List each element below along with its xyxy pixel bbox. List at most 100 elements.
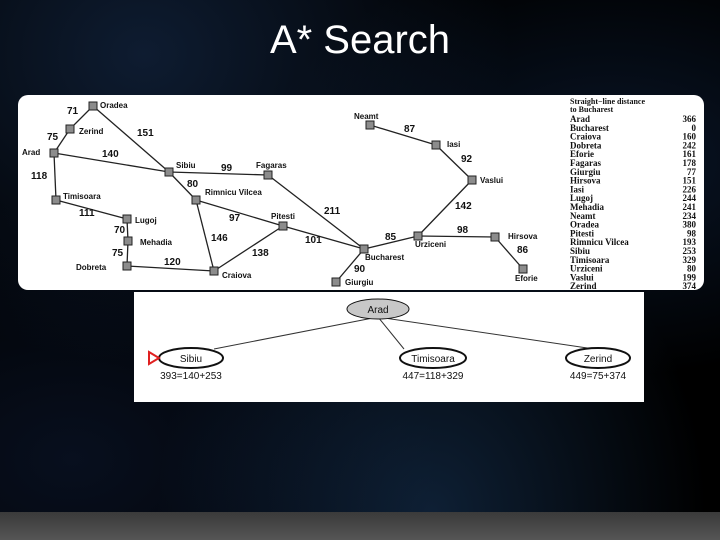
label-craiova: Craiova: [222, 271, 252, 280]
table-distance: 329: [683, 255, 697, 265]
table-distance: 226: [683, 184, 697, 194]
node-timisoara: [51, 195, 61, 205]
label-oradea: Oradea: [100, 101, 128, 110]
node-neamt: [365, 120, 375, 130]
label-hirsova: Hirsova: [508, 232, 538, 241]
edge-label-urziceni-vaslui: 142: [455, 201, 472, 212]
table-distance: 77: [687, 167, 697, 177]
edge-label-zerind-arad: 75: [47, 132, 59, 143]
table-distance: 151: [683, 176, 697, 186]
road-oradea-sibiu: [92, 105, 170, 173]
node-craiova: [209, 266, 219, 276]
table-city: Zerind: [570, 281, 597, 290]
table-city: Rimnicu Vilcea: [570, 237, 629, 247]
road-rimnicu-pitesti: [195, 199, 284, 227]
edge-label-dobreta-craiova: 120: [164, 257, 181, 268]
tree-node-sibiu-label: Sibiu: [180, 354, 202, 365]
edge-label-urziceni-hirsova: 98: [457, 225, 469, 236]
tree-node-root: [346, 298, 410, 320]
table-city: Fagaras: [570, 158, 601, 168]
table-distance: 244: [683, 193, 697, 203]
road-timisoara-lugoj: [55, 199, 128, 220]
edge-label-bucharest-giurgiu: 90: [354, 264, 366, 275]
road-vaslui-iasi: [435, 144, 473, 181]
table-city: Bucharest: [570, 123, 609, 133]
romania-map: Oradea Zerind Arad Timisoara Lugoj Mehad…: [22, 97, 697, 291]
edge-label-rimnicu-craiova: 146: [211, 233, 228, 244]
label-arad: Arad: [22, 148, 40, 157]
table-distance: 241: [683, 202, 697, 212]
table-city: Timisoara: [570, 255, 610, 265]
search-tree: Arad Sibiu 393=140+253 Timisoara 447=118…: [148, 298, 631, 382]
edge-label-oradea-zerind: 71: [67, 106, 79, 117]
table-city: Vaslui: [570, 272, 594, 282]
tree-edges: [213, 316, 595, 350]
road-craiova-pitesti: [213, 225, 284, 272]
node-lugoj: [122, 214, 132, 224]
table-distance: 80: [687, 264, 697, 274]
table-city: Sibiu: [570, 246, 590, 256]
edge-label-timisoara-lugoj: 111: [79, 208, 95, 219]
node-bucharest: [359, 244, 369, 254]
road-network: [53, 105, 524, 283]
label-urziceni: Urziceni: [415, 240, 446, 249]
road-sibiu-fagaras: [168, 171, 269, 176]
label-pitesti: Pitesti: [271, 212, 295, 221]
node-iasi: [431, 140, 441, 150]
edge-label-bucharest-urziceni: 85: [385, 232, 397, 243]
node-fagaras: [263, 170, 273, 180]
edge-label-pitesti-bucharest: 101: [305, 235, 322, 246]
table-city: Mehadia: [570, 202, 605, 212]
tree-node-timisoara-label: Timisoara: [411, 354, 455, 365]
table-city: Pitesti: [570, 228, 594, 238]
edge-label-arad-sibiu: 140: [102, 149, 119, 160]
table-distance: 178: [683, 158, 697, 168]
road-hirsova-eforie: [494, 236, 524, 270]
table-city: Craiova: [570, 132, 601, 142]
road-urziceni-hirsova: [417, 235, 496, 238]
label-dobreta: Dobreta: [76, 263, 107, 272]
edge-label-lugoj-mehadia: 70: [114, 225, 126, 236]
city-nodes: [49, 101, 528, 287]
table-city: Eforie: [570, 149, 594, 159]
edge-label-mehadia-dobreta: 75: [112, 248, 124, 259]
tree-node-timisoara: [399, 347, 467, 369]
table-distance: 253: [683, 246, 697, 256]
tree-node-zerind-label: Zerind: [584, 354, 612, 365]
label-iasi: Iasi: [447, 140, 460, 149]
road-bucharest-giurgiu: [335, 248, 365, 283]
table-city: Giurgiu: [570, 167, 601, 177]
node-pitesti: [278, 221, 288, 231]
road-pitesti-bucharest: [282, 225, 365, 250]
tree-node-root-label: Arad: [367, 305, 388, 316]
edge-label-rimnicu-pitesti: 97: [229, 213, 241, 224]
romania-map-panel: Oradea Zerind Arad Timisoara Lugoj Mehad…: [18, 95, 704, 291]
road-rimnicu-craiova: [195, 199, 215, 272]
table-city: Arad: [570, 114, 590, 124]
node-zerind: [65, 124, 75, 134]
tree-edge-arad-timisoara: [377, 316, 405, 350]
road-arad-sibiu: [53, 152, 170, 173]
node-hirsova: [490, 232, 500, 242]
table-distance: 161: [683, 149, 697, 159]
table-distance: 98: [687, 228, 697, 238]
edge-label-fagaras-bucharest: 211: [324, 206, 341, 217]
edge-label-oradea-sibiu: 151: [137, 128, 154, 139]
road-dobreta-craiova: [126, 265, 215, 272]
table-distance: 193: [683, 237, 697, 247]
road-fagaras-bucharest: [267, 174, 365, 250]
edge-label-vaslui-iasi: 92: [461, 154, 473, 165]
road-bucharest-urziceni: [363, 235, 419, 250]
table-distance: 374: [683, 281, 697, 290]
node-urziceni: [413, 231, 423, 241]
tree-node-timisoara-score: 447=118+329: [403, 371, 464, 382]
label-mehadia: Mehadia: [140, 238, 173, 247]
table-distance: 199: [683, 272, 697, 282]
table-city: Lugoj: [570, 193, 593, 203]
edge-label-sibiu-rimnicu: 80: [187, 179, 199, 190]
node-giurgiu: [331, 277, 341, 287]
node-vaslui: [467, 175, 477, 185]
tree-node-zerind: [565, 347, 631, 369]
tree-edge-arad-sibiu: [213, 316, 379, 350]
